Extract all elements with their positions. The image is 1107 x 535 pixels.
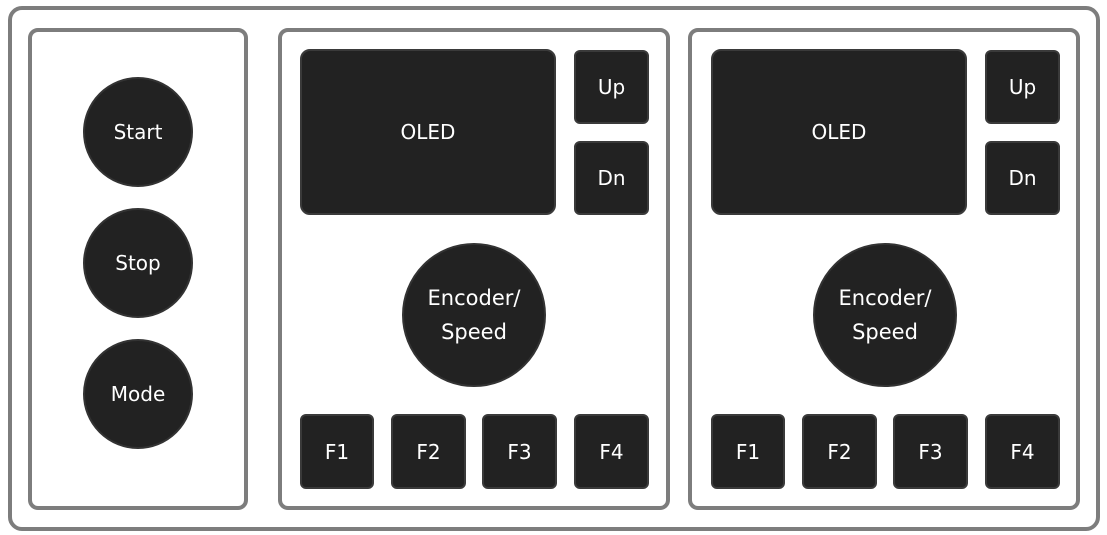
throttle-1-oled-display: OLED	[300, 49, 556, 215]
encoder-label-line-1: Encoder/	[838, 286, 932, 310]
throttle-1-f4-button[interactable]: F4	[574, 414, 649, 489]
throttle-2-oled-display: OLED	[711, 49, 967, 215]
start-button[interactable]: Start	[83, 77, 193, 187]
throttle-2-f3-button[interactable]: F3	[893, 414, 968, 489]
throttle-1-encoder-knob[interactable]: Encoder/ Speed	[402, 243, 546, 387]
throttle-2-f4-button[interactable]: F4	[985, 414, 1060, 489]
encoder-label-line-1: Encoder/	[427, 286, 521, 310]
throttle-2-up-button[interactable]: Up	[985, 50, 1060, 124]
throttle-2-encoder-label: Encoder/ Speed	[839, 281, 932, 349]
throttle-1-f3-button[interactable]: F3	[482, 414, 557, 489]
throttle-1-down-button[interactable]: Dn	[574, 141, 649, 215]
throttle-1-f1-button[interactable]: F1	[300, 414, 374, 489]
encoder-label-line-2: Speed	[852, 320, 918, 344]
throttle-2-encoder-knob[interactable]: Encoder/ Speed	[813, 243, 957, 387]
mode-button[interactable]: Mode	[83, 339, 193, 449]
stop-button[interactable]: Stop	[83, 208, 193, 318]
throttle-2-f2-button[interactable]: F2	[802, 414, 877, 489]
throttle-1-f2-button[interactable]: F2	[391, 414, 466, 489]
throttle-2-f1-button[interactable]: F1	[711, 414, 785, 489]
throttle-1-encoder-label: Encoder/ Speed	[428, 281, 521, 349]
throttle-2-down-button[interactable]: Dn	[985, 141, 1060, 215]
throttle-1-up-button[interactable]: Up	[574, 50, 649, 124]
encoder-label-line-2: Speed	[441, 320, 507, 344]
